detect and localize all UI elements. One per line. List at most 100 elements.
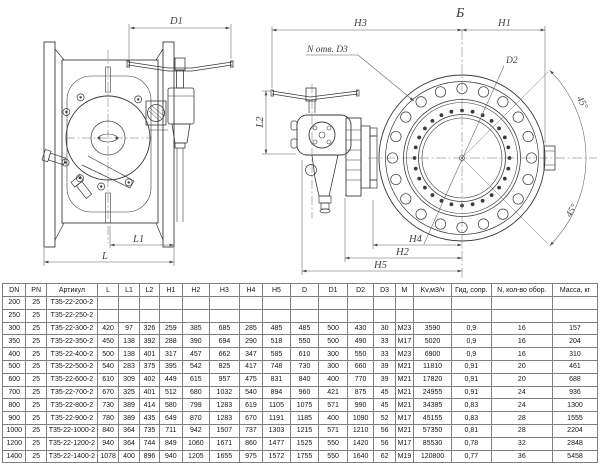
dim-label-h4: H4 bbox=[408, 234, 423, 245]
table-cell: 1671 bbox=[209, 436, 240, 451]
table-cell: 0,77 bbox=[450, 449, 492, 464]
table-cell: Т35-22-500-2 bbox=[45, 359, 98, 374]
table-cell bbox=[394, 308, 415, 323]
table-cell: 5458 bbox=[551, 449, 599, 464]
table-cell: 550 bbox=[346, 347, 375, 361]
table-cell: 36 bbox=[490, 449, 553, 464]
table-cell: 662 bbox=[209, 347, 240, 361]
table-cell: 2204 bbox=[551, 423, 599, 438]
table-cell: Т35-22-1200-2 bbox=[45, 436, 98, 451]
table-cell: 250 bbox=[1, 308, 27, 323]
table-cell: 30 bbox=[373, 321, 396, 336]
table-cell: 540 bbox=[238, 385, 264, 400]
column-header: PN bbox=[25, 283, 47, 297]
table-cell: 1555 bbox=[551, 411, 599, 425]
table-cell bbox=[373, 308, 396, 323]
table-cell: 3590 bbox=[413, 321, 452, 336]
table-cell bbox=[96, 308, 120, 323]
table-cell: Т35-22-300-2 bbox=[45, 321, 98, 336]
table-cell: 400 bbox=[318, 372, 348, 387]
table-cell: 11810 bbox=[413, 359, 452, 374]
table-cell: 1191 bbox=[262, 411, 291, 425]
section-label: Б bbox=[455, 6, 464, 21]
column-header: H5 bbox=[262, 283, 291, 297]
table-cell: 24955 bbox=[413, 385, 452, 400]
table-cell: Т35-22-200-2 bbox=[45, 296, 98, 310]
table-cell: 326 bbox=[138, 321, 161, 336]
table-cell: 0,91 bbox=[450, 385, 492, 400]
table-cell: 1060 bbox=[181, 436, 211, 451]
table-cell: 840 bbox=[96, 423, 120, 438]
table-cell: 900 bbox=[1, 411, 27, 425]
table-cell: 737 bbox=[238, 423, 264, 438]
table-cell: 34385 bbox=[413, 398, 452, 413]
table-cell: 1572 bbox=[262, 449, 291, 464]
table-cell: 25 bbox=[25, 308, 47, 323]
table-cell: 300 bbox=[318, 347, 348, 361]
table-cell: 942 bbox=[181, 423, 211, 438]
table-cell: 97 bbox=[118, 321, 140, 336]
table-cell: 744 bbox=[138, 436, 161, 451]
table-cell: 392 bbox=[138, 334, 161, 349]
table-cell: 957 bbox=[209, 372, 240, 387]
table-cell bbox=[262, 308, 291, 323]
table-cell: 25 bbox=[25, 398, 47, 413]
table-cell: 401 bbox=[138, 385, 161, 400]
table-cell: 870 bbox=[181, 411, 211, 425]
table-cell: 347 bbox=[238, 347, 264, 361]
side-view-dimensions bbox=[43, 24, 232, 266]
table-cell: 317 bbox=[159, 347, 183, 361]
table-cell: 500 bbox=[318, 321, 348, 336]
table-cell: 694 bbox=[209, 334, 240, 349]
table-cell: 1283 bbox=[209, 411, 240, 425]
table-cell: 490 bbox=[346, 334, 375, 349]
table-cell bbox=[394, 296, 415, 310]
table-cell: 500 bbox=[1, 359, 27, 374]
dim-label-h5: H5 bbox=[373, 260, 387, 271]
table-cell: 1075 bbox=[289, 398, 320, 413]
table-cell: 1507 bbox=[209, 423, 240, 438]
table-cell bbox=[413, 308, 452, 323]
table-cell: 940 bbox=[96, 436, 120, 451]
table-cell: 288 bbox=[159, 334, 183, 349]
table-cell: 610 bbox=[96, 372, 120, 387]
dim-label-d2: D2 bbox=[505, 56, 518, 66]
table-cell: 39 bbox=[373, 359, 396, 374]
table-cell bbox=[413, 296, 452, 310]
table-cell: 1185 bbox=[289, 411, 320, 425]
table-cell: 28 bbox=[490, 423, 553, 438]
table-cell: 290 bbox=[238, 334, 264, 349]
table-cell: 20 bbox=[490, 359, 553, 374]
table-cell: 542 bbox=[181, 359, 211, 374]
table-cell: M21 bbox=[394, 372, 415, 387]
table-cell bbox=[181, 308, 211, 323]
table-cell: 25 bbox=[25, 423, 47, 438]
table-cell bbox=[138, 296, 161, 310]
table-cell: M17 bbox=[394, 436, 415, 451]
table-cell: 936 bbox=[551, 385, 599, 400]
table-cell: 138 bbox=[118, 334, 140, 349]
front-view-dimensions bbox=[271, 26, 587, 275]
table-cell: 6900 bbox=[413, 347, 452, 361]
table-cell: 414 bbox=[138, 398, 161, 413]
table-cell: 45155 bbox=[413, 411, 452, 425]
table-cell bbox=[318, 308, 348, 323]
table-cell: Т35-22-800-2 bbox=[45, 398, 98, 413]
table-cell: 485 bbox=[289, 321, 320, 336]
table-cell: 25 bbox=[25, 321, 47, 336]
table-cell: Т35-22-400-2 bbox=[45, 347, 98, 361]
table-cell: 157 bbox=[551, 321, 599, 336]
table-cell: 518 bbox=[262, 334, 291, 349]
table-cell: 896 bbox=[138, 449, 161, 464]
table-cell: 461 bbox=[551, 359, 599, 374]
table-cell: 1200 bbox=[1, 436, 27, 451]
table-cell: 389 bbox=[118, 398, 140, 413]
table-cell: 500 bbox=[96, 347, 120, 361]
table-cell: 1525 bbox=[289, 436, 320, 451]
table-cell: 20 bbox=[490, 372, 553, 387]
